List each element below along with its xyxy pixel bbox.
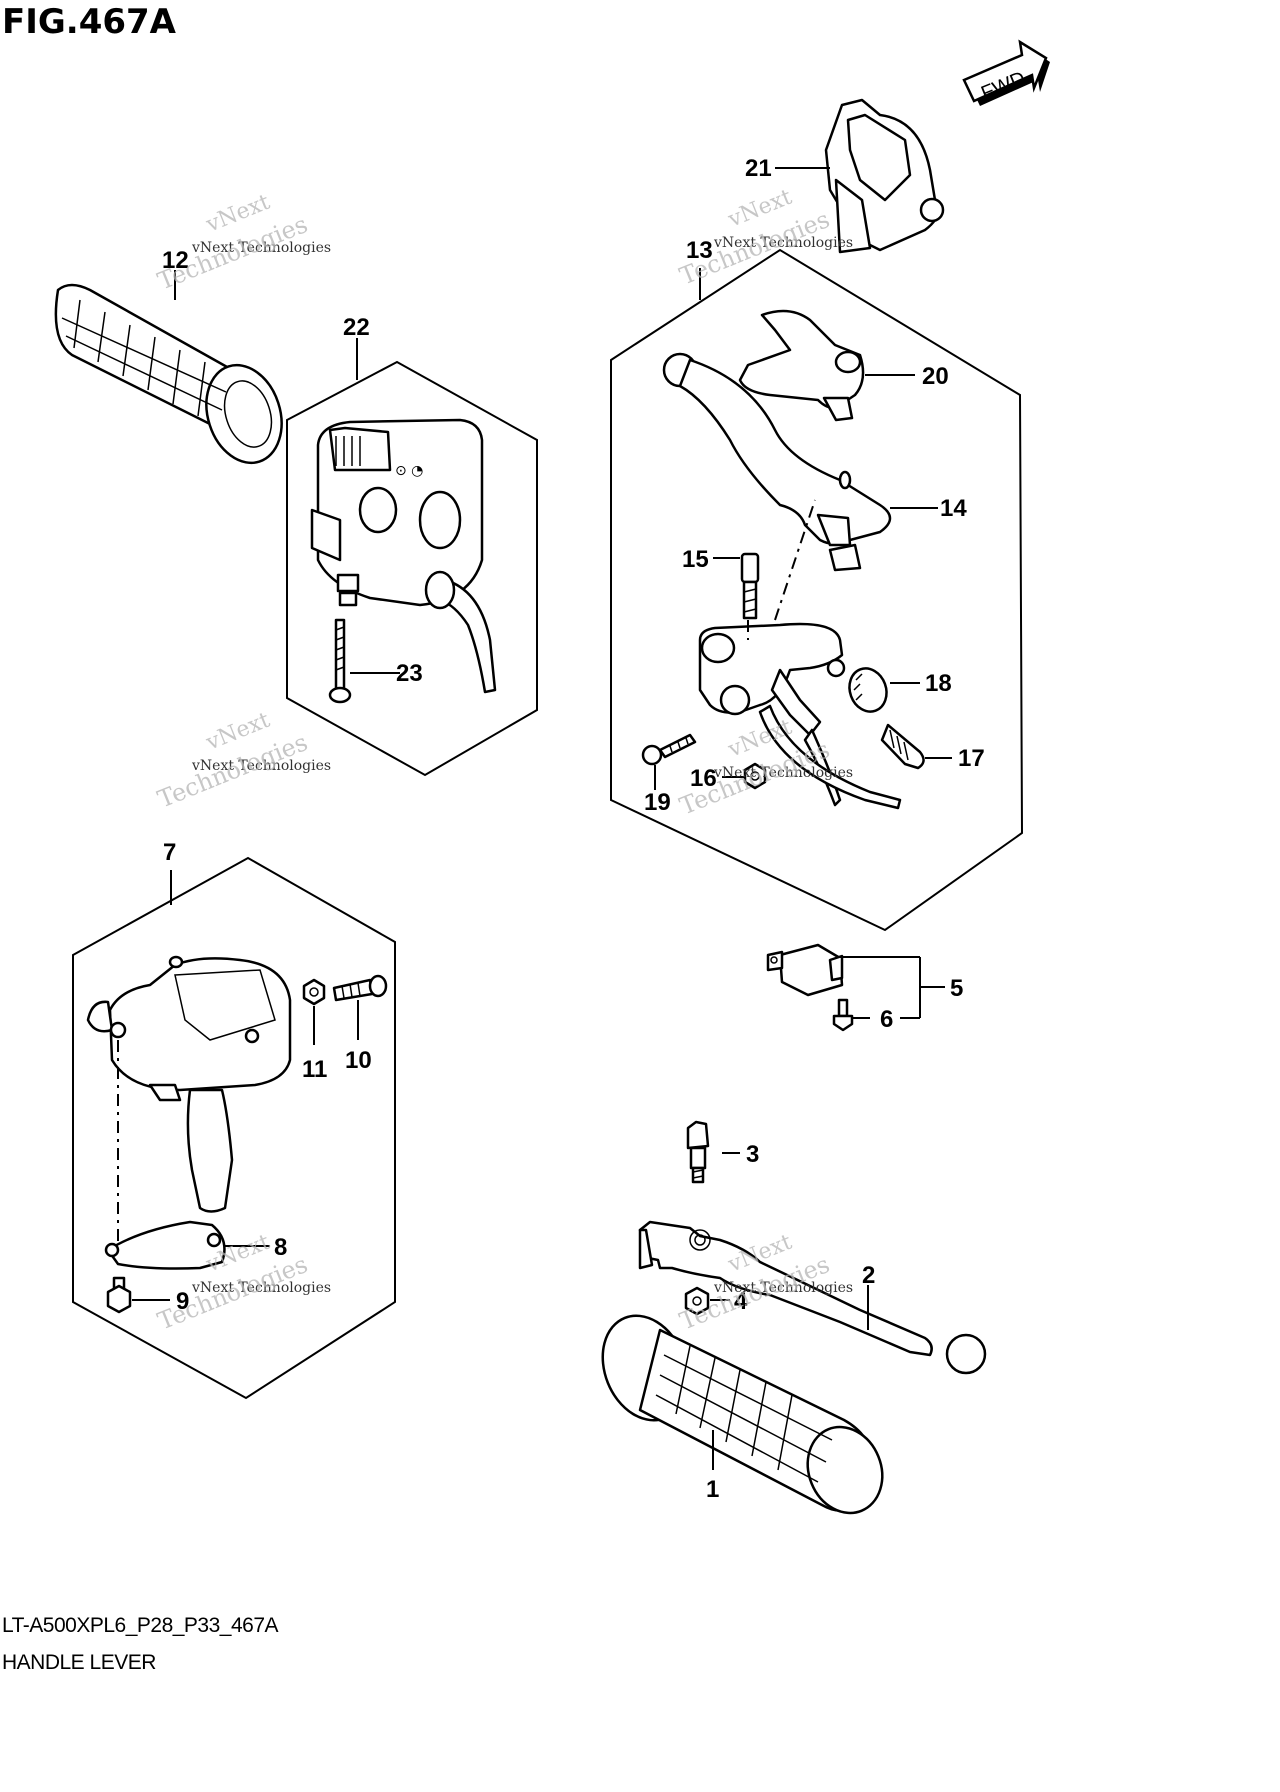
part-13-master-cylinder [698,622,902,810]
svg-text:vNext Technologies: vNext Technologies [713,235,853,251]
callout-10: 10 [345,1047,372,1074]
part-1-grip-left [601,1314,884,1515]
part-2-brake-lever [638,1220,987,1375]
callout-12: 12 [162,247,189,274]
part-6-screw [832,998,854,1032]
fwd-arrow-icon: FWD [962,39,1050,106]
callout-3: 3 [746,1141,759,1168]
callout-18: 18 [925,670,952,697]
part-15-pivot-bolt [740,552,760,620]
svg-text:⊙ ◔: ⊙ ◔ [395,463,423,479]
callout-17: 17 [958,745,985,772]
callout-14: 14 [940,495,967,522]
callout-15: 15 [682,546,709,573]
part-7-throttle-housing [86,955,292,1213]
part-19-bolt [641,733,697,766]
part-23-screw [328,618,352,704]
callout-16: 16 [690,765,717,792]
figure-code: LT-A500XPL6_P28_P33_467A [2,1614,279,1637]
watermark-1: vNext vNext Technologies Technologies [154,190,331,296]
svg-text:vNext Technologies: vNext Technologies [191,1280,331,1296]
svg-text:vNext Technologies: vNext Technologies [191,240,331,256]
figure-title: FIG.467A [2,2,176,42]
part-3-pivot-bolt [686,1120,710,1184]
part-21-cover [824,98,945,254]
group-box-22 [286,360,538,777]
callout-7: 7 [163,839,176,866]
part-5-switch [766,943,844,997]
part-10-bolt [332,974,388,1002]
callout-20: 20 [922,363,949,390]
group-box-7 [72,856,396,1400]
callout-9: 9 [176,1288,189,1315]
part-11-nut [302,978,326,1006]
callout-23: 23 [396,660,423,687]
part-18-cap [848,667,888,713]
callout-19: 19 [644,789,671,816]
watermark-3: vNext vNext Technologies Technologies [154,708,331,814]
part-16-nut [743,762,767,790]
part-9-bolt [106,1276,132,1314]
svg-text:vNext Technologies: vNext Technologies [713,1280,853,1296]
part-22-handlebar-switch: ⊙ ◔ [310,418,497,694]
callout-13: 13 [686,237,713,264]
callout-1: 1 [706,1476,719,1503]
leader-lines [117,167,952,1470]
callout-6: 6 [880,1006,893,1033]
callout-8: 8 [274,1234,287,1261]
part-4-nut [684,1286,710,1316]
callout-5: 5 [950,975,963,1002]
svg-text:vNext Technologies: vNext Technologies [713,765,853,781]
callout-22: 22 [343,314,370,341]
callout-11: 11 [302,1056,327,1083]
callout-labels: 12 22 23 21 13 20 14 15 18 17 16 19 5 6 … [162,155,985,1503]
part-12-grip-right [54,283,283,465]
svg-text:vNext Technologies: vNext Technologies [191,758,331,774]
part-8-cover [104,1220,226,1270]
part-14-brake-lever [662,352,892,572]
figure-name: HANDLE LEVER [2,1651,156,1674]
group-box-13 [610,248,1024,932]
callout-21: 21 [745,155,772,182]
part-20-bracket [738,309,865,422]
callout-4: 4 [734,1288,748,1315]
callout-2: 2 [862,1262,875,1289]
part-17-brake-switch [880,723,925,770]
